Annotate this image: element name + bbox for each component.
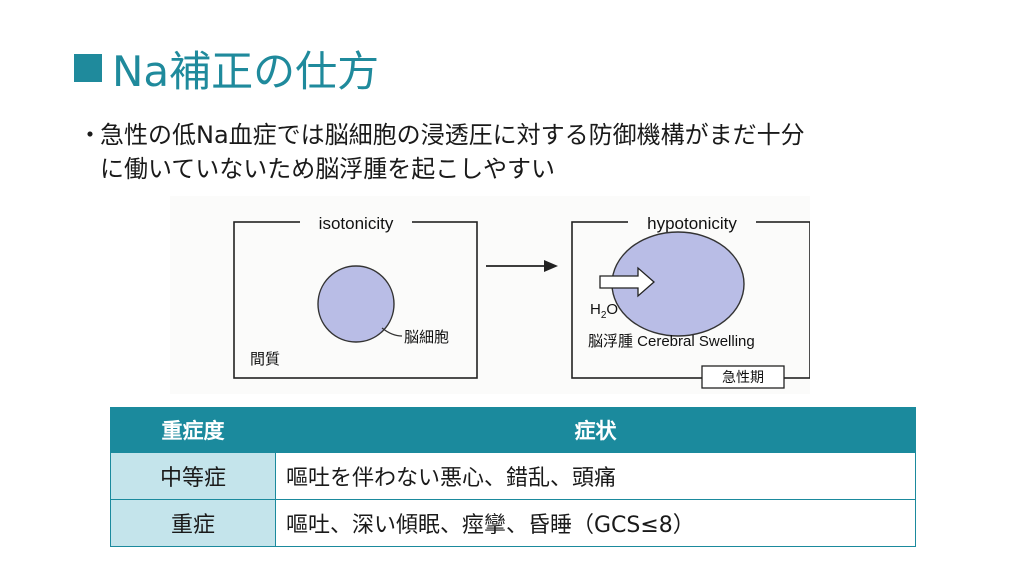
hypotonic-label: hypotonicity [647,214,737,233]
brain-cell-label: 脳細胞 [404,329,449,346]
header-severity: 重症度 [110,407,276,453]
severity-table: 重症度 症状 中等症 嘔吐を伴わない悪心、錯乱、頭痛 重症 嘔吐、深い傾眠、痙攣… [110,407,916,547]
normal-brain-cell [317,265,395,343]
header-symptoms: 症状 [275,407,916,453]
water-label: H2O [590,301,618,321]
table-header-row: 重症度 症状 [110,407,916,453]
water-inflow-arrow [599,266,655,298]
phase-label: 急性期 [722,369,764,385]
bullet-line-1: 急性の低Na血症では脳細胞の浸透圧に対する防御機構がまだ十分 [100,121,805,149]
symptoms-cell: 嘔吐を伴わない悪心、錯乱、頭痛 [275,452,916,500]
severity-cell: 重症 [110,499,276,547]
symptoms-cell: 嘔吐、深い傾眠、痙攣、昏睡（GCS≤8） [275,499,916,547]
bullet-marker: ・ [78,121,102,149]
osmosis-diagram: isotonicity 脳細胞 間質 hypotonicity H2O 脳浮腫 … [233,212,810,389]
hypotonic-label-bg [628,212,756,234]
isotonic-label-bg [300,212,412,234]
interstitium-label: 間質 [250,350,280,368]
edema-label: 脳浮腫 Cerebral Swelling [588,333,755,350]
title-text: Na補正の仕方 [112,46,380,96]
cell-pointer-line [381,327,403,337]
transition-arrow-head [544,260,558,272]
isotonic-label: isotonicity [319,214,394,233]
table-row: 重症 嘔吐、深い傾眠、痙攣、昏睡（GCS≤8） [110,499,916,547]
osmosis-figure: isotonicity 脳細胞 間質 hypotonicity H2O 脳浮腫 … [170,196,810,394]
title-square-icon [74,54,102,82]
severity-cell: 中等症 [110,452,276,500]
slide-title: Na補正の仕方 [74,36,379,100]
bullet-text: 急性の低Na血症では脳細胞の浸透圧に対する防御機構がまだ十分 に働いていないため… [100,118,960,186]
table-row: 中等症 嘔吐を伴わない悪心、錯乱、頭痛 [110,452,916,500]
phase-badge [701,365,785,389]
bullet-line-2: に働いていないため脳浮腫を起こしやすい [100,155,556,183]
